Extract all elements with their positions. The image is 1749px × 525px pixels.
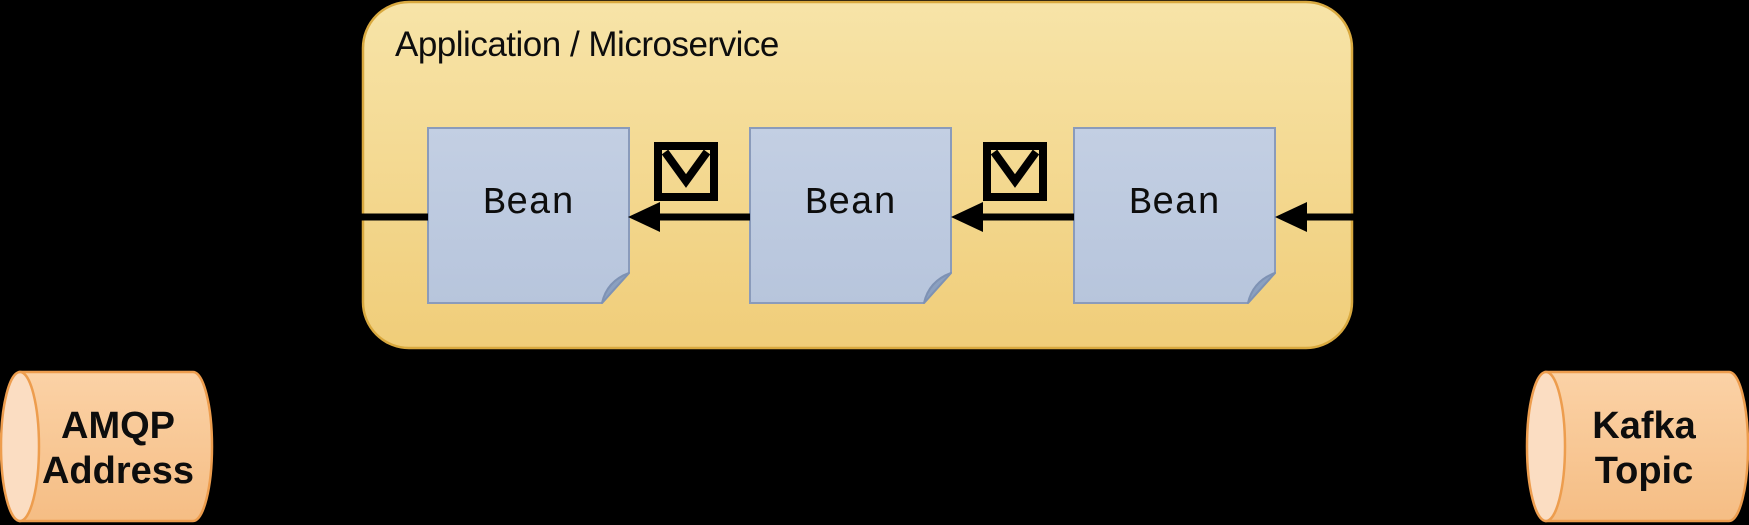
bean-label: Bean (482, 182, 575, 225)
amqp-address-label: AMQP Address (20, 404, 216, 494)
bean-label: Bean (804, 182, 897, 225)
message-envelope-icon (983, 142, 1047, 201)
amqp-label-line1: AMQP (61, 405, 175, 447)
flow-arrow-to-amqp (212, 202, 428, 232)
flow-arrow-bean3-to-bean2 (951, 202, 1074, 232)
amqp-label-line2: Address (41, 450, 195, 492)
flow-arrow-bean2-to-bean1 (628, 202, 750, 232)
application-title: Application / Microservice (395, 25, 779, 64)
bean-label: Bean (1128, 182, 1221, 225)
bean-note-shape (749, 127, 952, 304)
amqp-address-cylinder (0, 370, 214, 523)
kafka-topic-cylinder (1525, 370, 1749, 523)
kafka-label-line2: Topic (1594, 450, 1694, 492)
bean-note-shape (427, 127, 630, 304)
kafka-topic-label: Kafka Topic (1546, 404, 1742, 494)
flow-arrow-kafka-to-bean3 (1275, 202, 1528, 232)
message-envelope-icon (654, 142, 718, 201)
bean-note-shape (1073, 127, 1276, 304)
kafka-label-line1: Kafka (1592, 405, 1696, 447)
